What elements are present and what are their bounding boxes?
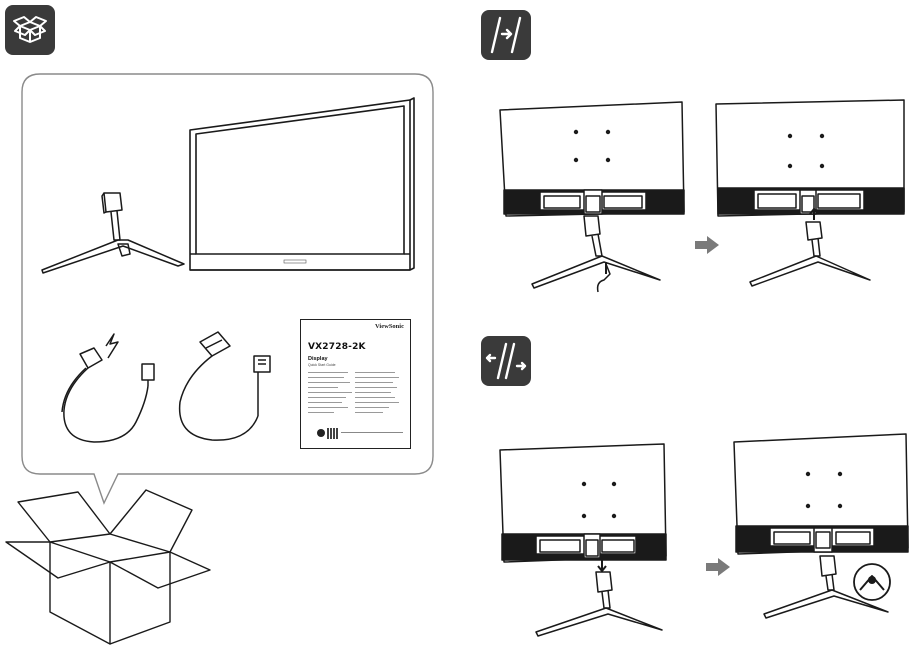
remove-step-2-illustration [733,433,909,619]
attach-arrow-icon [481,10,531,60]
qsg-title: Display [308,356,328,362]
qr-code-icon [327,428,338,439]
quick-start-guide: ViewSonic VX2728-2K Display Quick Start … [300,319,411,449]
step-arrow-icon-2 [706,558,730,576]
power-cable-illustration [61,333,155,443]
install-step-1-illustration [499,101,685,293]
qsg-brand: ViewSonic [374,323,404,330]
qsg-subtitle: Quick Start Guide [308,363,336,367]
stand-illustration [41,192,185,274]
monitor-panel-illustration [189,97,415,271]
qsg-model: VX2728-2K [308,342,366,352]
hdmi-cable-illustration [178,331,271,441]
remove-step-1-illustration [499,443,667,637]
detach-arrows-icon [481,336,531,386]
box-icon [5,5,55,55]
step-arrow-icon [695,236,719,254]
open-box-illustration [5,489,211,645]
qsg-seal-icon [317,429,325,437]
install-step-2-illustration [715,99,905,287]
